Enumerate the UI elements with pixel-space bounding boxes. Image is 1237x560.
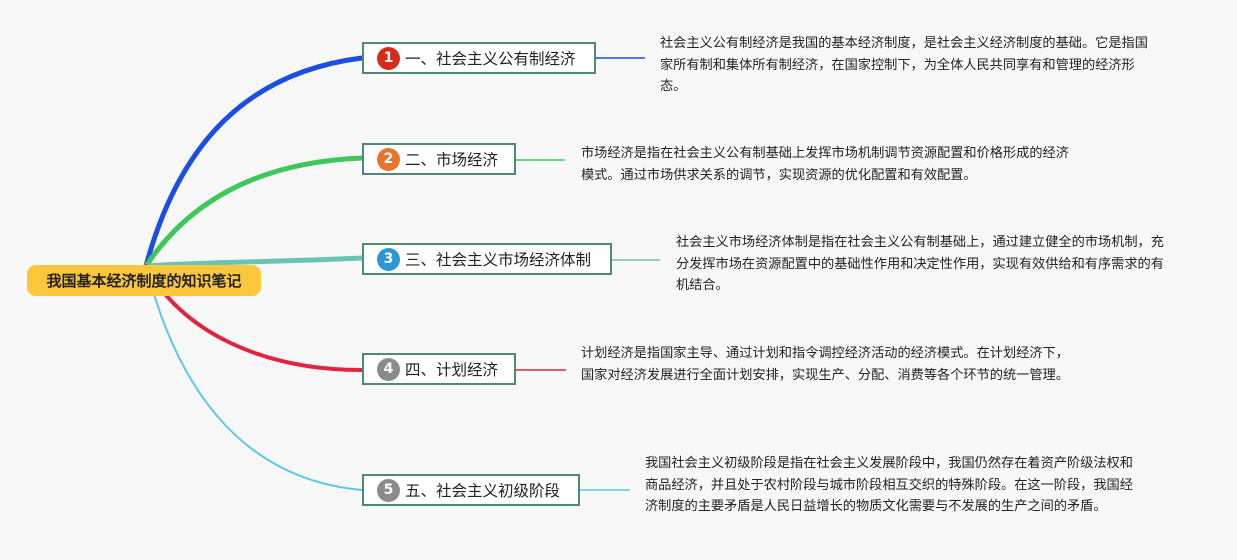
description-1: 社会主义公有制经济是我国的基本经济制度，是社会主义经济制度的基础。它是指国家所有…	[660, 36, 1148, 94]
number-badge-2: 2	[377, 147, 400, 171]
topic-5-label: 五、社会主义初级阶段	[405, 482, 561, 500]
topic-5[interactable]: 5 五、社会主义初级阶段	[362, 474, 580, 506]
topic-4-label: 四、计划经济	[405, 361, 499, 379]
root-topic[interactable]: 我国基本经济制度的知识笔记	[27, 265, 261, 296]
topic-3[interactable]: 3 三、社会主义市场经济体制	[362, 243, 612, 275]
description-2: 市场经济是指在社会主义公有制基础上发挥市场机制调节资源配置和价格形成的经济模式。…	[581, 146, 1069, 183]
topic-3-label: 三、社会主义市场经济体制	[405, 251, 592, 269]
number-badge-5: 5	[377, 478, 400, 502]
connector-3	[143, 255, 365, 269]
number-badge-1: 1	[377, 46, 400, 70]
connector-1	[143, 55, 365, 269]
topic-4[interactable]: 4 四、计划经济	[362, 353, 516, 385]
topic-2-label: 二、市场经济	[405, 151, 499, 169]
topic-1[interactable]: 1 一、社会主义公有制经济	[362, 42, 596, 74]
description-4: 计划经济是指国家主导、通过计划和指令调控经济活动的经济模式。在计划经济下，国家对…	[581, 346, 1069, 383]
connector-2	[143, 155, 365, 269]
connector-5	[145, 265, 363, 491]
description-5: 我国社会主义初级阶段是指在社会主义发展阶段中，我国仍然存在着资产阶级法权和商品经…	[645, 456, 1133, 514]
topic-1-label: 一、社会主义公有制经济	[405, 50, 576, 68]
description-3: 社会主义市场经济体制是指在社会主义公有制基础上，通过建立健全的市场机制，充分发挥…	[676, 235, 1164, 293]
topic-2[interactable]: 2 二、市场经济	[362, 143, 516, 175]
number-badge-4: 4	[377, 357, 400, 381]
number-badge-3: 3	[377, 247, 400, 271]
